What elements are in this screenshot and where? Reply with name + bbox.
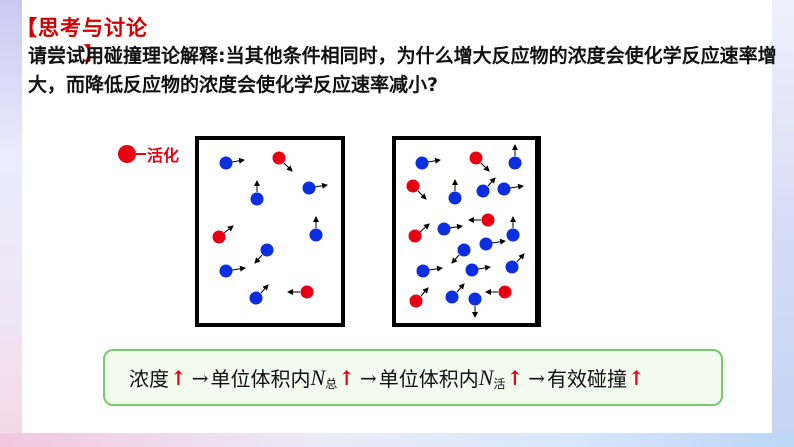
right-arrow-icon: →: [528, 365, 545, 390]
blue-molecule: [451, 243, 471, 264]
formula-n-symbol: N: [478, 364, 494, 390]
blue-molecule: [250, 180, 264, 206]
section-title-bracket: 】: [84, 44, 102, 65]
blue-molecule: [497, 182, 524, 196]
container-piston: [535, 136, 547, 327]
blue-molecule: [505, 253, 525, 274]
up-arrow-icon: ↑: [338, 365, 355, 390]
blue-molecule: [508, 144, 522, 170]
legend-connector: [136, 153, 146, 155]
blue-molecule: [479, 237, 506, 251]
blue-molecule: [437, 222, 463, 236]
blue-molecule: [448, 179, 462, 205]
blue-molecule: [465, 263, 491, 277]
up-arrow-icon: ↑: [170, 365, 187, 390]
blue-molecule: [219, 264, 246, 278]
formula-unit-volume: 单位体积内: [378, 367, 479, 391]
molecules-right: [406, 144, 525, 318]
right-decoration: [772, 0, 794, 447]
blue-molecule: [309, 216, 323, 242]
red-molecule: [408, 223, 430, 243]
bottom-decoration: [0, 433, 794, 447]
red-molecule: [272, 151, 293, 172]
red-molecule: [485, 285, 512, 299]
red-molecule-icon: [118, 145, 136, 163]
blue-molecule: [416, 264, 443, 278]
legend-label: 活化: [147, 146, 180, 165]
up-arrow-icon: ↑: [628, 365, 645, 390]
blue-molecule: [445, 283, 465, 304]
red-molecule: [287, 285, 314, 299]
formula-concentration: 浓度: [129, 367, 169, 391]
legend-activated-molecule: 活化: [118, 142, 179, 166]
blue-molecule: [506, 216, 520, 242]
red-molecule: [212, 225, 234, 244]
section-title: 【思考与讨论: [16, 16, 148, 40]
blue-molecule: [219, 156, 245, 170]
red-molecule: [469, 151, 490, 172]
right-arrow-icon: →: [360, 365, 377, 390]
blue-molecule: [254, 243, 274, 264]
formula-effective-collision: 有效碰撞: [547, 367, 627, 391]
right-arrow-icon: →: [191, 365, 209, 390]
red-molecule: [406, 179, 427, 200]
left-decoration: [0, 0, 22, 447]
red-molecule: [468, 213, 495, 227]
formula-sub-total: 总: [325, 377, 338, 391]
blue-molecule: [415, 156, 441, 170]
blue-molecule: [468, 292, 482, 318]
formula-n-symbol: N: [310, 364, 326, 390]
blue-molecule: [302, 181, 328, 195]
molecules-left: [212, 151, 328, 305]
blue-molecule: [249, 284, 269, 305]
up-arrow-icon: ↑: [506, 365, 524, 390]
formula-unit-volume: 单位体积内: [210, 367, 311, 391]
question-text: 请尝试用碰撞理论解释:当其他条件相同时，为什么增大反应物的浓度会使化学反应速率增…: [28, 45, 777, 96]
blue-molecule: [476, 177, 496, 198]
red-molecule: [409, 287, 429, 308]
formula-sub-active: 活: [493, 377, 506, 391]
